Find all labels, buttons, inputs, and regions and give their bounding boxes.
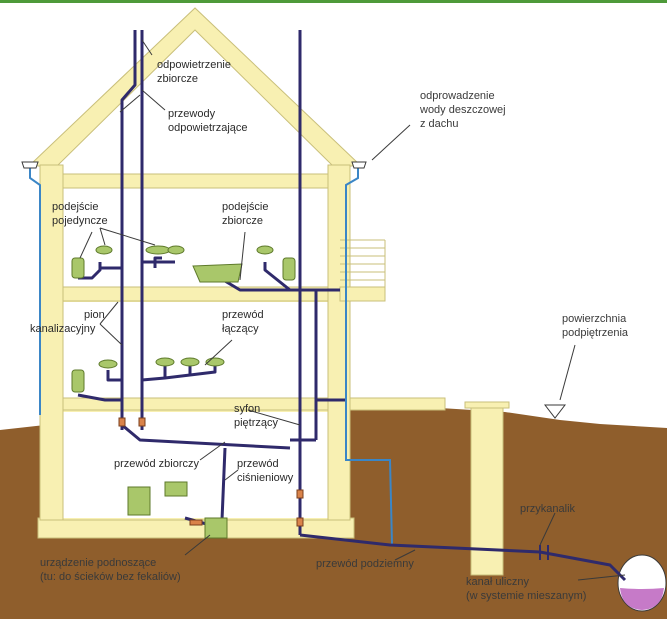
label-podejscie-zb-2: zbiorcze — [222, 215, 263, 227]
label-pion-1: pion — [84, 309, 105, 321]
label-powierzchnia-1: powierzchnia — [562, 313, 627, 325]
label-syfon-2: piętrzący — [234, 417, 279, 429]
label-urzadzenie-2: (tu: do ścieków bez fekaliów) — [40, 571, 181, 583]
label-podejscie-zb-1: podejście — [222, 201, 268, 213]
label-przewod-cisn-1: przewód — [237, 458, 279, 470]
rain-pipes — [29, 165, 393, 546]
label-odprowadzenie-1: odprowadzenie — [420, 90, 495, 102]
sink-2c — [167, 245, 185, 255]
label-przewod-cisn-2: ciśnieniowy — [237, 472, 294, 484]
label-przykanalik: przykanalik — [520, 503, 576, 515]
fittings — [118, 417, 304, 527]
check-valve — [539, 545, 549, 560]
label-podejscie-poj-2: pojedyncze — [52, 215, 108, 227]
utility-sink — [164, 481, 188, 497]
inspection-shaft — [470, 404, 504, 576]
room-attic — [63, 165, 328, 175]
label-odprowadzenie-2: wody deszczowej — [419, 104, 506, 116]
label-przewod-zbiorczy: przewód zbiorczy — [114, 458, 199, 470]
label-powierzchnia-2: podpiętrzenia — [562, 327, 629, 339]
label-syfon-1: syfon — [234, 403, 260, 415]
attic-space — [65, 40, 325, 165]
sink-1c — [180, 357, 200, 367]
label-podejscie-poj-1: podejście — [52, 201, 98, 213]
shaft-cap — [464, 401, 510, 409]
fixtures-basement — [127, 481, 228, 539]
labels: odpowietrzenie zbiorcze przewody odpowie… — [30, 59, 629, 602]
label-przewody-odp-1: przewody — [168, 108, 216, 120]
backflow-level-marker — [543, 404, 567, 419]
wall-right — [327, 164, 351, 521]
label-przewod-podziemny: przewód podziemny — [316, 558, 414, 570]
label-przewod-laczacy-1: przewód — [222, 309, 264, 321]
fixtures-floor-1 — [71, 357, 225, 393]
toilet-2-right — [282, 257, 296, 281]
balcony-railing — [340, 239, 386, 288]
lifting-device — [204, 517, 228, 539]
fixtures-floor-2 — [71, 245, 296, 283]
label-kanal-1: kanał uliczny — [466, 576, 529, 588]
label-przewody-odp-2: odpowietrzające — [168, 122, 248, 134]
label-przewod-laczacy-2: łączący — [222, 323, 259, 335]
gutters — [21, 161, 367, 169]
label-odpowietrzenie-2: zbiorcze — [157, 73, 198, 85]
label-odprowadzenie-3: z dachu — [420, 118, 459, 130]
sink-2d — [256, 245, 274, 255]
balcony-floor — [339, 286, 386, 302]
label-kanal-2: (w systemie mieszanym) — [466, 590, 586, 602]
slab-attic — [39, 173, 351, 189]
bathtub — [192, 263, 243, 283]
label-pion-2: kanalizacyjny — [30, 323, 96, 335]
sink-2b — [145, 245, 171, 255]
label-odpowietrzenie-1: odpowietrzenie — [157, 59, 231, 71]
sink-2a — [95, 245, 113, 255]
leader-lines — [79, 39, 626, 581]
sink-1a — [98, 359, 118, 369]
sink-1b — [155, 357, 175, 367]
toilet-2-left — [71, 257, 85, 279]
room-floor-1 — [63, 302, 328, 398]
room-basement — [63, 412, 328, 518]
toilet-1-left — [71, 369, 85, 393]
label-urzadzenie-1: urządzenie podnoszące — [40, 557, 156, 569]
top-bar — [0, 0, 667, 3]
street-sewer-liquid — [620, 588, 664, 610]
washing-machine — [127, 486, 151, 516]
